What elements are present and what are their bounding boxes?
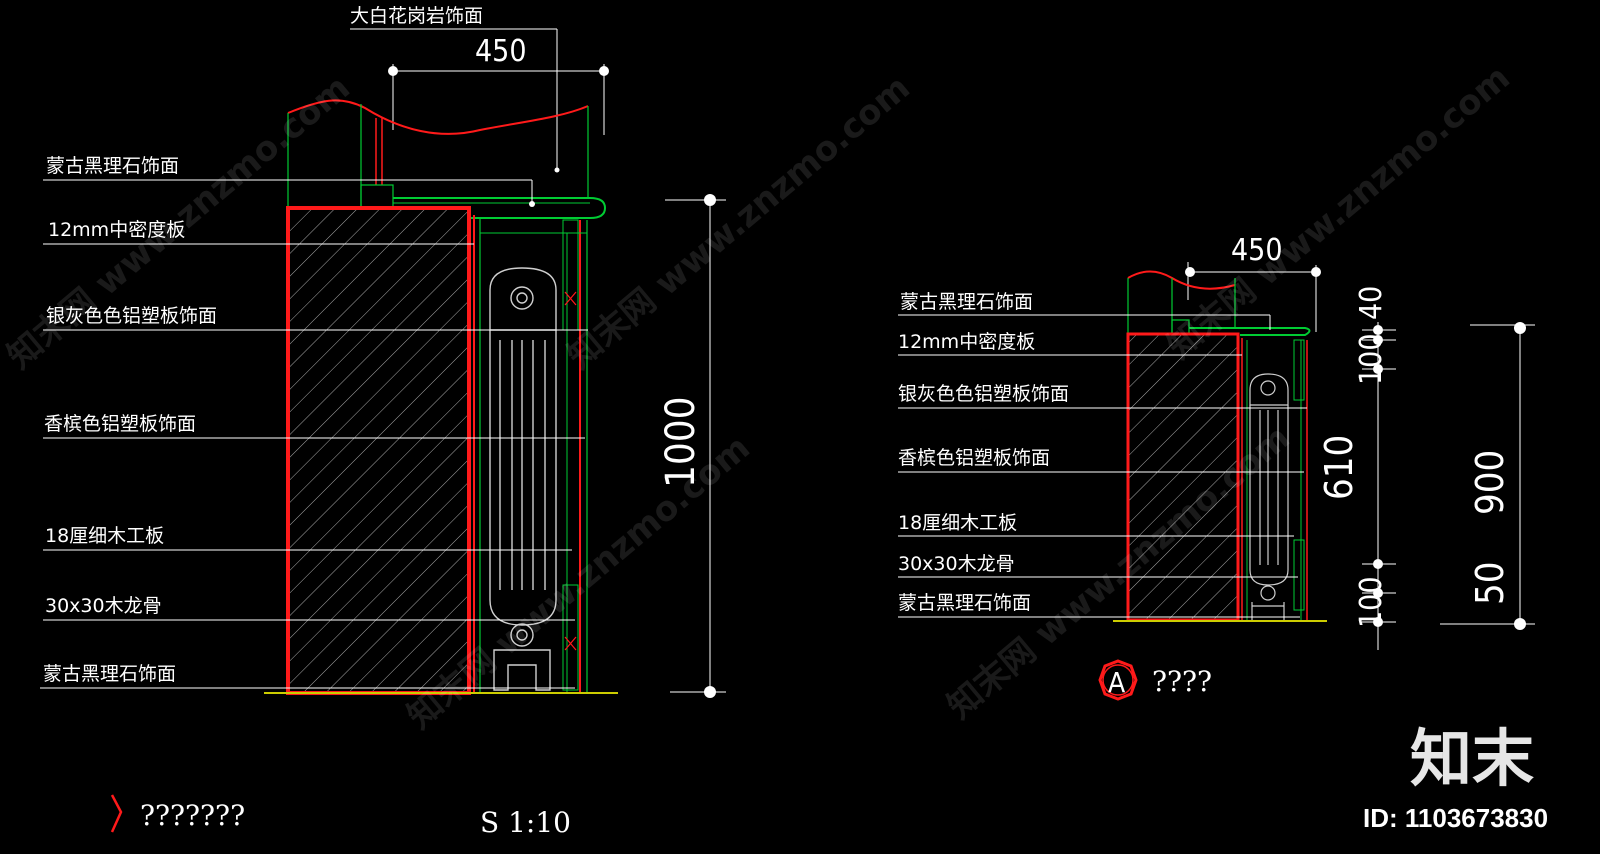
left-elevation: 大白花岗岩饰面 450 bbox=[40, 5, 726, 839]
right-label-2: 12mm中密度板 bbox=[898, 331, 1035, 353]
left-dim-1000: 1000 bbox=[658, 396, 704, 488]
section-mark-letter: A bbox=[1108, 666, 1126, 699]
brand-logo: 知末 bbox=[1410, 722, 1534, 795]
watermark-text-5: 知末网 www.znzmo.com bbox=[1160, 58, 1518, 367]
left-height-dimension: 1000 bbox=[658, 194, 726, 698]
left-scale: S 1:10 bbox=[480, 806, 571, 839]
left-label-1: 蒙古黑理石饰面 bbox=[46, 155, 179, 177]
right-label-1: 蒙古黑理石饰面 bbox=[900, 291, 1033, 313]
left-label-4: 香槟色铝塑板饰面 bbox=[44, 413, 196, 435]
right-dim-100-top: 100 bbox=[1354, 333, 1389, 385]
right-dim-40: 40 bbox=[1354, 286, 1389, 320]
left-wall-section bbox=[286, 206, 471, 695]
right-section-mark: A bbox=[1098, 659, 1138, 701]
left-top-dimension: 450 bbox=[388, 34, 609, 135]
left-label-2: 12mm中密度板 bbox=[48, 219, 185, 241]
right-wall-section bbox=[1126, 332, 1240, 622]
watermark-layer: 知末网 www.znzmo.com 知末网 www.znzmo.com 知末网 … bbox=[0, 58, 1518, 737]
right-elevation: 450 bbox=[898, 233, 1535, 701]
right-label-4: 香槟色铝塑板饰面 bbox=[898, 447, 1050, 469]
right-label-5: 18厘细木工板 bbox=[898, 512, 1017, 534]
right-label-7: 蒙古黑理石饰面 bbox=[898, 592, 1031, 614]
right-label-3: 银灰色色铝塑板饰面 bbox=[898, 383, 1069, 405]
left-dim-450: 450 bbox=[475, 34, 527, 69]
left-label-5: 18厘细木工板 bbox=[45, 525, 164, 547]
right-section-title: ???? bbox=[1152, 665, 1212, 698]
left-label-6: 30x30木龙骨 bbox=[45, 595, 162, 617]
left-label-3: 银灰色色铝塑板饰面 bbox=[46, 305, 217, 327]
left-counter-top bbox=[393, 197, 607, 219]
left-section-arrow bbox=[110, 794, 123, 833]
left-drawing-title: ??????? bbox=[140, 799, 245, 832]
right-outer-dimension: 900 50 bbox=[1440, 322, 1535, 630]
left-radiator bbox=[489, 267, 557, 691]
image-id: ID: 1103673830 bbox=[1363, 803, 1548, 833]
watermark-text-3: 知末网 www.znzmo.com bbox=[560, 68, 918, 377]
right-dim-450: 450 bbox=[1231, 233, 1283, 268]
right-top-dimension: 450 bbox=[1185, 233, 1321, 332]
right-dim-900: 900 bbox=[1468, 450, 1512, 515]
right-dim-100-mid: 100 bbox=[1354, 576, 1389, 628]
left-break-line bbox=[287, 99, 589, 135]
left-top-label: 大白花岗岩饰面 bbox=[350, 5, 483, 27]
right-radiator bbox=[1249, 373, 1289, 620]
right-inner-dimension: 40 100 610 100 100 bbox=[1317, 286, 1396, 650]
right-dim-50: 50 bbox=[1468, 562, 1512, 606]
right-label-6: 30x30木龙骨 bbox=[898, 553, 1015, 575]
left-label-7: 蒙古黑理石饰面 bbox=[43, 663, 176, 685]
right-dim-610: 610 bbox=[1317, 435, 1361, 500]
